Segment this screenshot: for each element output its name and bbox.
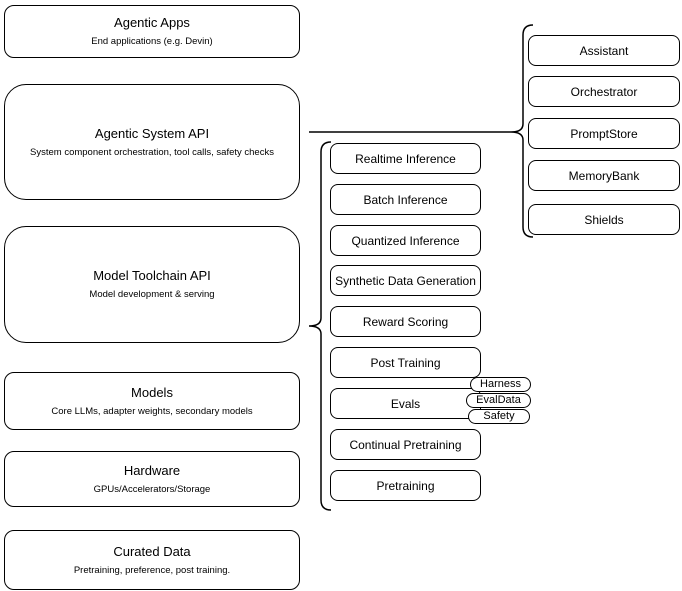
node-title: Curated Data — [113, 543, 191, 559]
toolchain-item-realtime-inference: Realtime Inference — [330, 143, 481, 174]
node-hardware: Hardware GPUs/Accelerators/Storage — [4, 451, 300, 507]
node-title: Agentic System API — [94, 125, 210, 141]
node-subtitle: System component orchestration, tool cal… — [30, 146, 274, 158]
toolchain-item-synthetic-data-generation: Synthetic Data Generation — [330, 265, 481, 296]
node-subtitle: Pretraining, preference, post training. — [73, 564, 231, 576]
system-item-memorybank: MemoryBank — [528, 160, 680, 191]
system-item-promptstore: PromptStore — [528, 118, 680, 149]
node-model-toolchain-api: Model Toolchain API Model development & … — [4, 226, 300, 343]
node-agentic-apps: Agentic Apps End applications (e.g. Devi… — [4, 5, 300, 58]
toolchain-item-quantized-inference: Quantized Inference — [330, 225, 481, 256]
system-item-assistant: Assistant — [528, 35, 680, 66]
node-title: Agentic Apps — [114, 15, 190, 30]
node-curated-data: Curated Data Pretraining, preference, po… — [4, 530, 300, 590]
system-item-shields: Shields — [528, 204, 680, 235]
toolchain-item-evals: Evals — [330, 388, 481, 419]
system-item-orchestrator: Orchestrator — [528, 76, 680, 107]
toolchain-item-reward-scoring: Reward Scoring — [330, 306, 481, 337]
tag-harness: Harness — [470, 377, 531, 392]
toolchain-brace — [308, 141, 332, 511]
node-subtitle: Model development & serving — [89, 289, 215, 300]
toolchain-item-post-training: Post Training — [330, 347, 481, 378]
toolchain-item-pretraining: Pretraining — [330, 470, 481, 501]
node-subtitle: GPUs/Accelerators/Storage — [93, 483, 211, 495]
node-models: Models Core LLMs, adapter weights, secon… — [4, 372, 300, 430]
node-subtitle: Core LLMs, adapter weights, secondary mo… — [51, 405, 253, 417]
toolchain-item-batch-inference: Batch Inference — [330, 184, 481, 215]
node-title: Model Toolchain API — [93, 268, 211, 283]
node-subtitle: End applications (e.g. Devin) — [91, 36, 213, 47]
toolchain-item-continual-pretraining: Continual Pretraining — [330, 429, 481, 460]
tag-evaldata: EvalData — [466, 393, 531, 408]
tag-safety: Safety — [468, 409, 530, 424]
node-title: Models — [131, 384, 173, 400]
node-title: Hardware — [123, 462, 181, 478]
node-agentic-system-api: Agentic System API System component orch… — [4, 84, 300, 200]
